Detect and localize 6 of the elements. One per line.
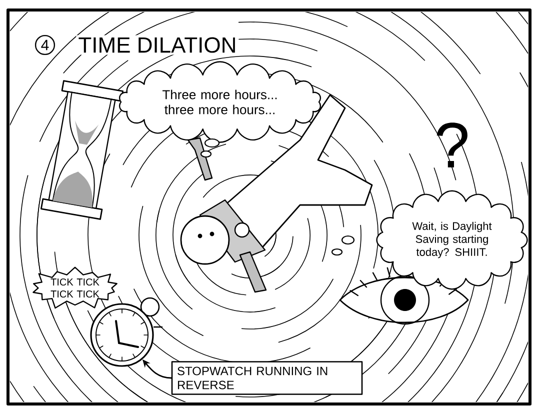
caption-box: STOPWATCH RUNNING IN REVERSE (171, 361, 363, 395)
thought-bubble: Wait, is Daylight Saving starting today? SHIIIT. (331, 190, 528, 290)
stopwatch (90, 297, 163, 367)
thought-bubble: Three more hours... three more hours... (118, 61, 322, 158)
title: TIME DILATION (76, 35, 239, 55)
sound-effect-burst: TICK TICK TICK TICK (32, 266, 118, 309)
